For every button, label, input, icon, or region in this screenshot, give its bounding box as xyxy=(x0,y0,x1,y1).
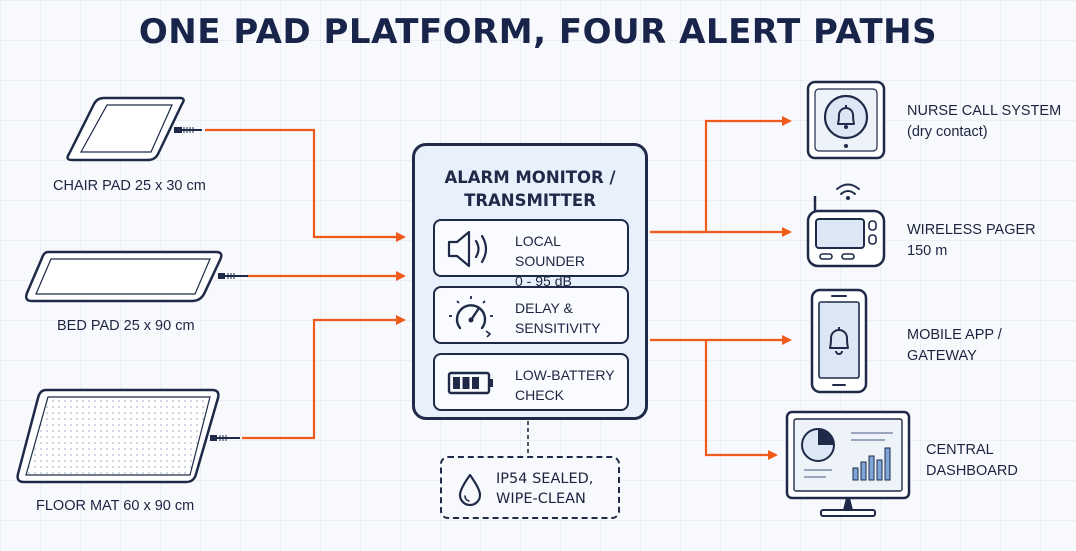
module-line1: LOCAL SOUNDER xyxy=(515,233,586,269)
bed-pad-icon xyxy=(24,250,248,303)
output-label-pager: WIRELESS PAGER 150 m xyxy=(907,220,1036,262)
hub-title-line2: TRANSMITTER xyxy=(464,191,596,210)
module-line1: DELAY & xyxy=(515,300,573,316)
pad-name: BED PAD xyxy=(57,318,120,334)
output-line2: 150 m xyxy=(907,243,948,259)
nurse-call-bell-icon xyxy=(806,80,886,160)
wire-dashboard xyxy=(704,340,778,460)
output-line2: GATEWAY xyxy=(907,348,977,364)
output-line2: DASHBOARD xyxy=(926,463,1018,479)
mobile-phone-icon xyxy=(810,288,868,394)
output-line2: (dry contact) xyxy=(907,124,988,140)
pad-size: 60 x 90 cm xyxy=(123,498,195,514)
module-local-sounder: LOCAL SOUNDER 0 - 95 dB xyxy=(433,219,629,289)
pager-icon xyxy=(806,183,886,268)
pad-name: CHAIR PAD xyxy=(53,178,131,194)
wire-chair-pad xyxy=(205,128,406,242)
output-label-mobile: MOBILE APP / GATEWAY xyxy=(907,325,1002,367)
wire-nurse-call xyxy=(650,116,792,234)
page-title: ONE PAD PLATFORM, FOUR ALERT PATHS xyxy=(138,12,938,52)
ip54-note: IP54 SEALED, WIPE-CLEAN xyxy=(440,456,620,519)
alarm-monitor-panel: ALARM MONITOR / TRANSMITTER LOCAL SOUNDE… xyxy=(412,143,648,420)
hub-title-line1: ALARM MONITOR / xyxy=(444,168,616,187)
output-line1: NURSE CALL SYSTEM xyxy=(907,103,1062,119)
pad-size: 25 x 30 cm xyxy=(134,178,206,194)
output-line1: CENTRAL xyxy=(926,442,994,458)
note-line1: IP54 SEALED, xyxy=(496,471,594,487)
pad-size: 25 x 90 cm xyxy=(123,318,195,334)
wire-floor-mat xyxy=(242,315,406,440)
output-line1: MOBILE APP / xyxy=(907,327,1002,343)
output-label-dashboard: CENTRAL DASHBOARD xyxy=(926,440,1018,482)
note-line2: WIPE-CLEAN xyxy=(496,491,586,507)
water-drop-icon xyxy=(458,473,482,507)
pad-label-floor: FLOOR MAT 60 x 90 cm xyxy=(36,498,194,514)
module-low-battery: LOW-BATTERY CHECK xyxy=(433,353,629,411)
output-line1: WIRELESS PAGER xyxy=(907,222,1036,238)
module-line1: LOW-BATTERY xyxy=(515,367,615,383)
battery-icon xyxy=(447,371,493,395)
pad-label-bed: BED PAD 25 x 90 cm xyxy=(57,318,195,334)
module-line2: CHECK xyxy=(515,387,565,403)
chair-pad-icon xyxy=(66,96,202,162)
module-delay-sensitivity: DELAY & SENSITIVITY xyxy=(433,286,629,344)
floor-mat-icon xyxy=(16,388,240,484)
monitor-dashboard-icon xyxy=(785,410,911,517)
hub-title: ALARM MONITOR / TRANSMITTER xyxy=(415,166,645,212)
speaker-icon xyxy=(447,230,488,268)
pad-name: FLOOR MAT xyxy=(36,498,120,514)
pad-label-chair: CHAIR PAD 25 x 30 cm xyxy=(53,178,206,194)
dial-icon xyxy=(449,296,493,338)
output-label-nurse-call: NURSE CALL SYSTEM (dry contact) xyxy=(907,101,1061,143)
module-line2: 0 - 95 dB xyxy=(515,273,572,289)
module-line2: SENSITIVITY xyxy=(515,320,601,336)
